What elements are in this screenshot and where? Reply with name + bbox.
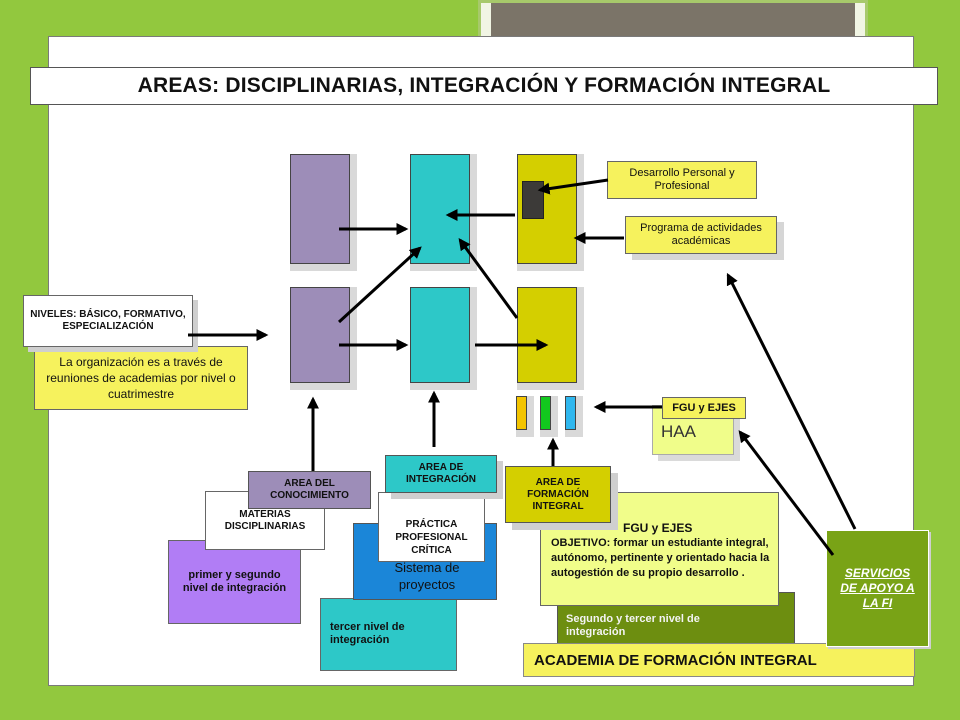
box-servicios: SERVICIOS DE APOYO A LA FI (826, 530, 929, 647)
box-organizacion: La organización es a través de reuniones… (34, 346, 248, 410)
box-desarrollo: Desarrollo Personal y Profesional (607, 161, 757, 199)
box-area-conocimiento: AREA DEL CONOCIMIENTO (248, 471, 371, 509)
bar-yellow-bottom (517, 287, 584, 390)
box-niveles: NIVELES: BÁSICO, FORMATIVO, ESPECIALIZAC… (23, 295, 193, 347)
title-box: AREAS: DISCIPLINARIAS, INTEGRACIÓN Y FOR… (30, 67, 938, 105)
arrow-yellow-bottom-to-cyan-top (458, 238, 519, 319)
arrow-purple-bottom-to-cyan-top (337, 246, 422, 324)
box-programa: Programa de actividades académicas (625, 216, 777, 254)
mini-bar-blue (565, 396, 583, 437)
bar-purple-top (290, 154, 357, 271)
mini-bar-yellow (516, 396, 534, 437)
arrow-servicios-haa (738, 430, 835, 556)
bar-purple-bottom (290, 287, 357, 390)
page-title: AREAS: DISCIPLINARIAS, INTEGRACIÓN Y FOR… (137, 74, 831, 97)
mini-bar-green (540, 396, 558, 437)
box-academia: ACADEMIA DE FORMACIÓN INTEGRAL (523, 643, 915, 677)
box-tercer-nivel: tercer nivel de integración (320, 598, 457, 671)
box-fgu-ejes-small: FGU y EJES (662, 397, 746, 419)
box-area-formacion: AREA DE FORMACIÓN INTEGRAL (505, 466, 611, 523)
arrow-desarrollo (537, 178, 609, 195)
box-practica: PRÁCTICA PROFESIONAL CRÍTICA (378, 492, 485, 562)
arrow-servicios-programa (726, 272, 857, 530)
box-area-integracion: AREA DE INTEGRACIÓN (385, 455, 497, 493)
bar-cyan-bottom (410, 287, 477, 390)
